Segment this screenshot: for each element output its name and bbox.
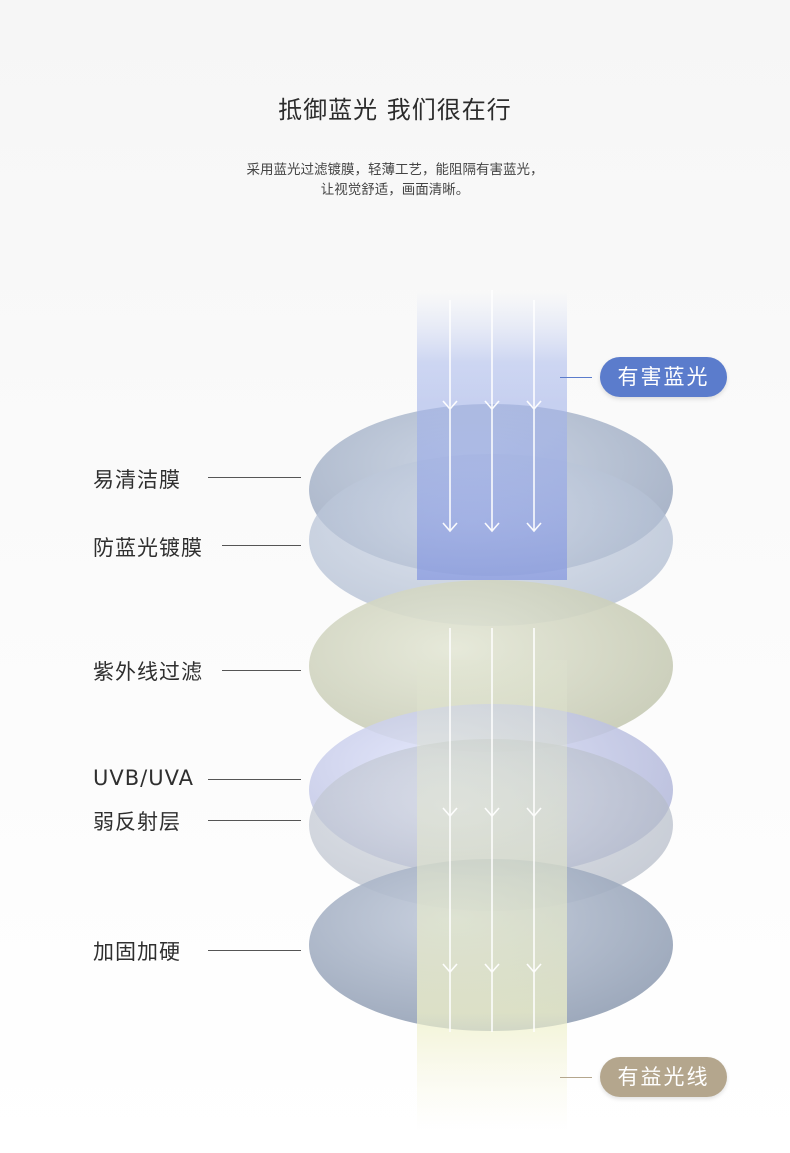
- leader-low-reflection: [208, 820, 301, 821]
- description-line-2: 让视觉舒适，画面清晰。: [320, 182, 470, 198]
- label-low-reflection: 弱反射层: [93, 810, 181, 834]
- leader-anti-blue: [222, 545, 301, 546]
- description-line-1: 采用蓝光过滤镀膜，轻薄工艺，能阻隔有害蓝光，: [246, 162, 544, 178]
- label-easy-clean-film: 易清洁膜: [93, 468, 181, 492]
- harmful-blue-light-badge: 有害蓝光: [600, 357, 727, 397]
- label-hardened: 加固加硬: [93, 940, 181, 964]
- leader-uvb-uva: [208, 779, 301, 780]
- leader-uv-filter: [222, 670, 301, 671]
- label-uv-filter: 紫外线过滤: [93, 660, 203, 684]
- page-title: 抵御蓝光 我们很在行: [278, 96, 512, 124]
- label-anti-blue-coating: 防蓝光镀膜: [93, 536, 203, 560]
- page-description: 采用蓝光过滤镀膜，轻薄工艺，能阻隔有害蓝光， 让视觉舒适，画面清晰。: [0, 160, 790, 200]
- label-uvb-uva: UVB/UVA: [93, 766, 194, 790]
- leader-hardened: [208, 950, 301, 951]
- blue-light-rays: [442, 290, 542, 533]
- beneficial-light-badge: 有益光线: [600, 1057, 727, 1097]
- leader-easy-clean: [208, 477, 301, 478]
- harmful-badge-leader: [560, 377, 592, 378]
- beneficial-light-rays: [442, 628, 542, 1032]
- beneficial-badge-leader: [560, 1077, 592, 1078]
